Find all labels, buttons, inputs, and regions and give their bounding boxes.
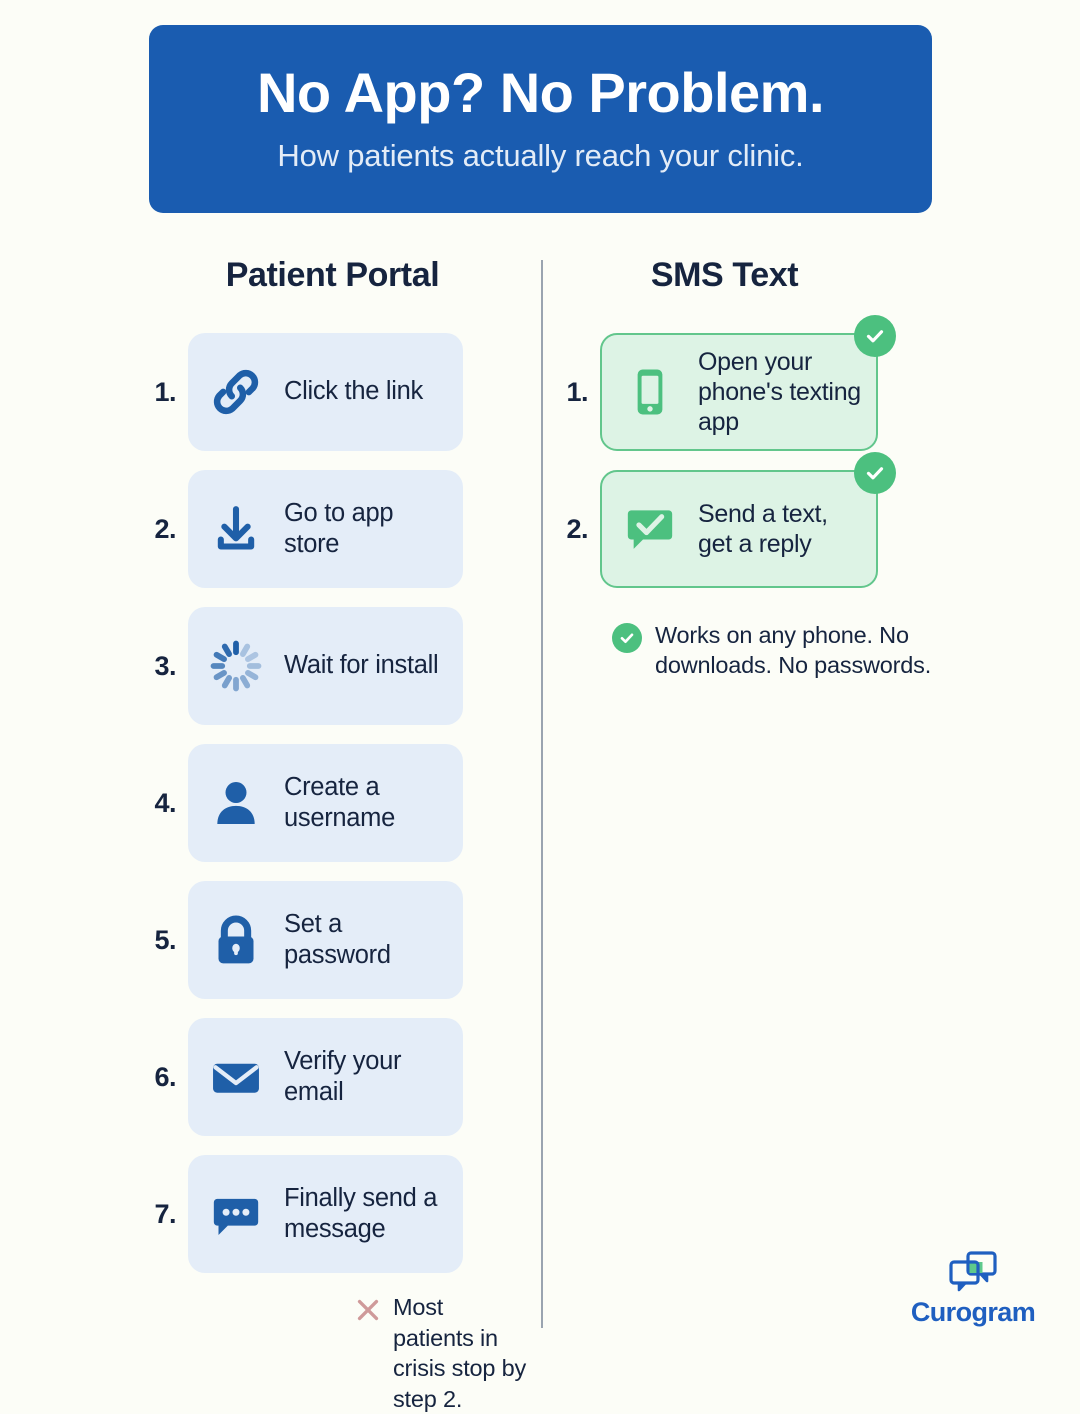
portal-step-card[interactable]: Verify your email (188, 1018, 463, 1136)
step-number: 2. (566, 513, 588, 544)
spinner-icon (188, 637, 284, 695)
list-item: 2. Send a text, get a reply (552, 452, 952, 588)
page-subtitle: How patients actually reach your clinic. (277, 138, 804, 174)
portal-step-card[interactable]: Wait for install (188, 607, 463, 725)
lock-icon (188, 912, 284, 968)
portal-step-card[interactable]: Click the link (188, 333, 463, 451)
step-label: Click the link (284, 377, 423, 406)
envelope-icon (188, 1048, 284, 1106)
person-icon (188, 775, 284, 831)
portal-footnote-text: Most patients in crisis stop by step 2. (393, 1294, 527, 1412)
x-mark-icon (357, 1299, 379, 1321)
page-title: No App? No Problem. (256, 60, 825, 124)
list-item: 6. Verify your email (140, 1018, 530, 1136)
portal-footnote: Most patients in crisis stop by step 2. (188, 1292, 530, 1414)
list-item: 5. Set a password (140, 881, 530, 999)
step-label: Finally send a message (284, 1183, 438, 1243)
portal-step-card[interactable]: Go to app store (188, 470, 463, 588)
list-item: 7. Finally send a message (140, 1155, 530, 1273)
brand-logo: Curogram (888, 1249, 1058, 1328)
step-label: Send a text, get a reply (698, 500, 828, 558)
sms-text-steps: 1. Open your phone's texting app (552, 315, 952, 681)
chat-dots-icon (188, 1186, 284, 1242)
download-icon (188, 501, 284, 557)
step-label: Set a password (284, 909, 391, 969)
brand-wordmark: Curogram (910, 1297, 1036, 1327)
comparison-columns: Patient Portal 1. Click the link (0, 255, 1080, 1412)
check-badge (612, 623, 642, 653)
check-badge (854, 452, 896, 494)
step-label: Wait for install (284, 651, 439, 680)
sms-benefits-text: Works on any phone. No downloads. No pas… (655, 622, 932, 679)
step-number: 5. (154, 924, 176, 955)
portal-step-card[interactable]: Finally send a message (188, 1155, 463, 1273)
step-number: 7. (154, 1198, 176, 1229)
list-item: 2. Go to app store (140, 470, 530, 588)
check-badge (854, 315, 896, 357)
patient-portal-column: Patient Portal 1. Click the link (140, 255, 530, 1414)
list-item: 4. Create a username (140, 744, 530, 862)
smartphone-icon (602, 365, 698, 419)
step-number: 2. (154, 513, 176, 544)
sms-benefits: Works on any phone. No downloads. No pas… (600, 620, 952, 681)
patient-portal-steps: 1. Click the link 2. (140, 333, 530, 1414)
step-label: Go to app store (284, 498, 394, 558)
sms-text-heading: SMS Text (650, 256, 799, 294)
column-divider (541, 260, 543, 1328)
step-number: 1. (566, 376, 588, 407)
chat-check-icon (602, 501, 698, 557)
list-item: 1. Click the link (140, 333, 530, 451)
step-number: 1. (154, 376, 176, 407)
link-icon (188, 363, 284, 421)
portal-step-card[interactable]: Set a password (188, 881, 463, 999)
patient-portal-heading: Patient Portal (225, 256, 440, 294)
sms-step-card[interactable]: Send a text, get a reply (600, 452, 896, 588)
chat-bubbles-logo-icon (949, 1251, 997, 1292)
step-label: Verify your email (284, 1046, 402, 1106)
portal-step-card[interactable]: Create a username (188, 744, 463, 862)
step-label: Create a username (284, 772, 395, 832)
list-item: 1. Open your phone's texting app (552, 315, 952, 451)
sms-step-card[interactable]: Open your phone's texting app (600, 315, 896, 451)
sms-text-column: SMS Text 1. Open your phone's texting ap… (552, 255, 952, 681)
step-label: Open your phone's texting app (698, 348, 861, 436)
step-number: 6. (154, 1061, 176, 1092)
header-banner: No App? No Problem. How patients actuall… (149, 25, 932, 213)
step-number: 3. (154, 650, 176, 681)
list-item: 3. (140, 607, 530, 725)
step-number: 4. (154, 787, 176, 818)
